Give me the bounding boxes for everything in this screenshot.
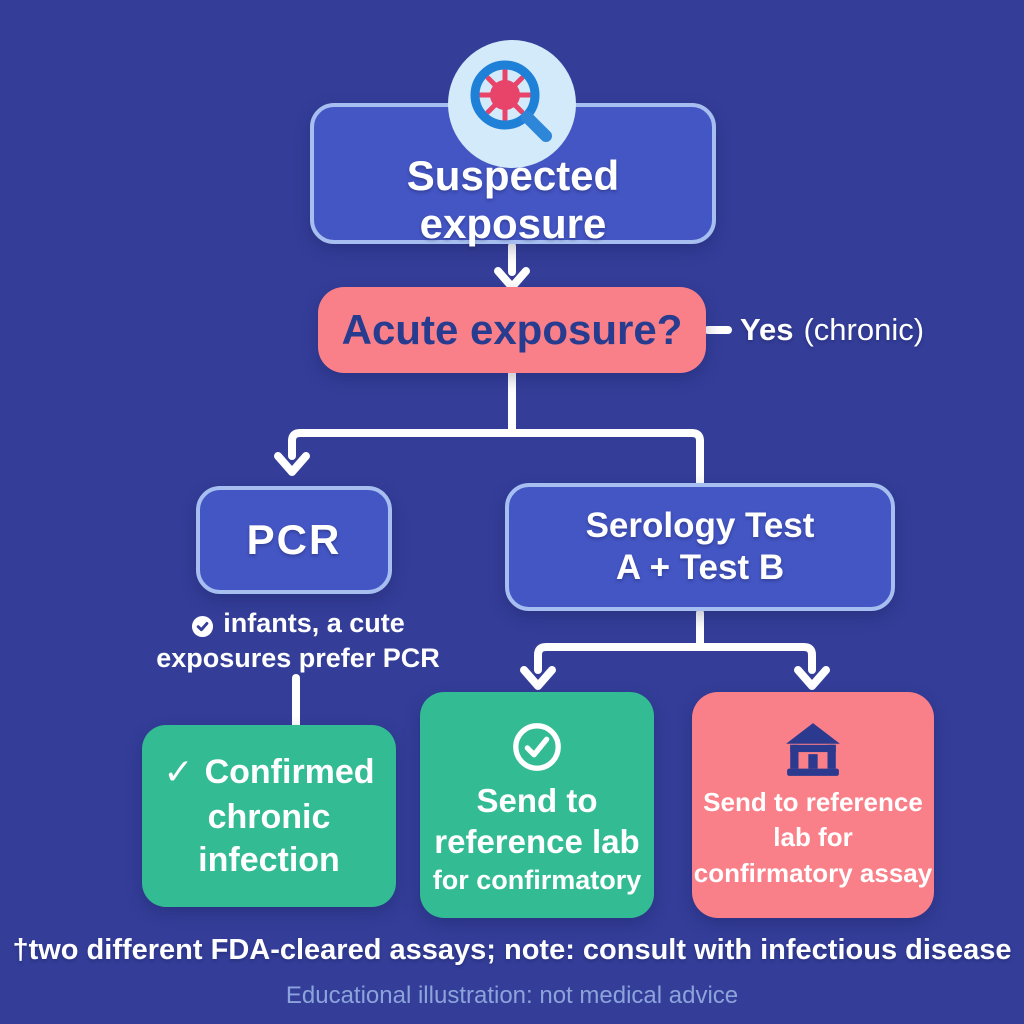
serology-split-connector [520,609,830,690]
confirmed-line2: chronic [207,797,331,836]
reference-lab-building-icon [784,723,842,777]
chronic-text: (chronic) [803,312,925,347]
pcr-label: PCR [246,516,342,563]
disclaimer-text: Educational illustration: not medical ad… [285,982,739,1009]
send-pink-line1: Send to reference [703,787,923,818]
pcr-note-line1: infants, a cute [223,608,405,638]
yes-text: Yes [740,312,794,347]
node-pcr: PCR [196,486,392,594]
acute-split-connector [274,369,704,491]
confirmed-line3: infection [198,841,340,880]
send-green-line2: reference lab [434,823,640,860]
node-acute-exposure: Acute exposure? [318,287,706,373]
checkmark-glyph: ✓ [163,751,194,793]
node-confirmed-chronic-infection: ✓ Confirmed chronic infection [142,725,396,907]
check-circle-small-icon [191,612,214,638]
node-send-reference-lab-green: Send to reference lab for confirmatory [420,692,654,918]
send-pink-line2: lab for [773,822,853,853]
pcr-note: infants, a cute exposures prefer PCR [130,606,466,676]
pcr-note-line2: exposures prefer PCR [156,643,440,674]
yes-chronic-label: Yes (chronic) [740,306,924,354]
arrow-suspected-to-acute [494,242,530,291]
confirmed-line1: Confirmed [204,752,375,791]
send-pink-line3: confirmatory assay [693,857,933,888]
send-green-line3: for confirmatory [432,865,642,896]
acute-exposure-label: Acute exposure? [341,306,683,353]
check-circle-icon [510,720,564,774]
node-send-reference-lab-pink: Send to reference lab for confirmatory a… [692,692,934,918]
virus-magnifier-icon [447,39,577,169]
serology-line2: A + Test B [615,548,785,587]
node-serology: Serology Test A + Test B [505,483,895,611]
send-green-line1: Send to [476,781,598,819]
footnote-text: †two different FDA-cleared assays; note:… [12,934,1012,966]
serology-line1: Serology Test [585,506,815,545]
